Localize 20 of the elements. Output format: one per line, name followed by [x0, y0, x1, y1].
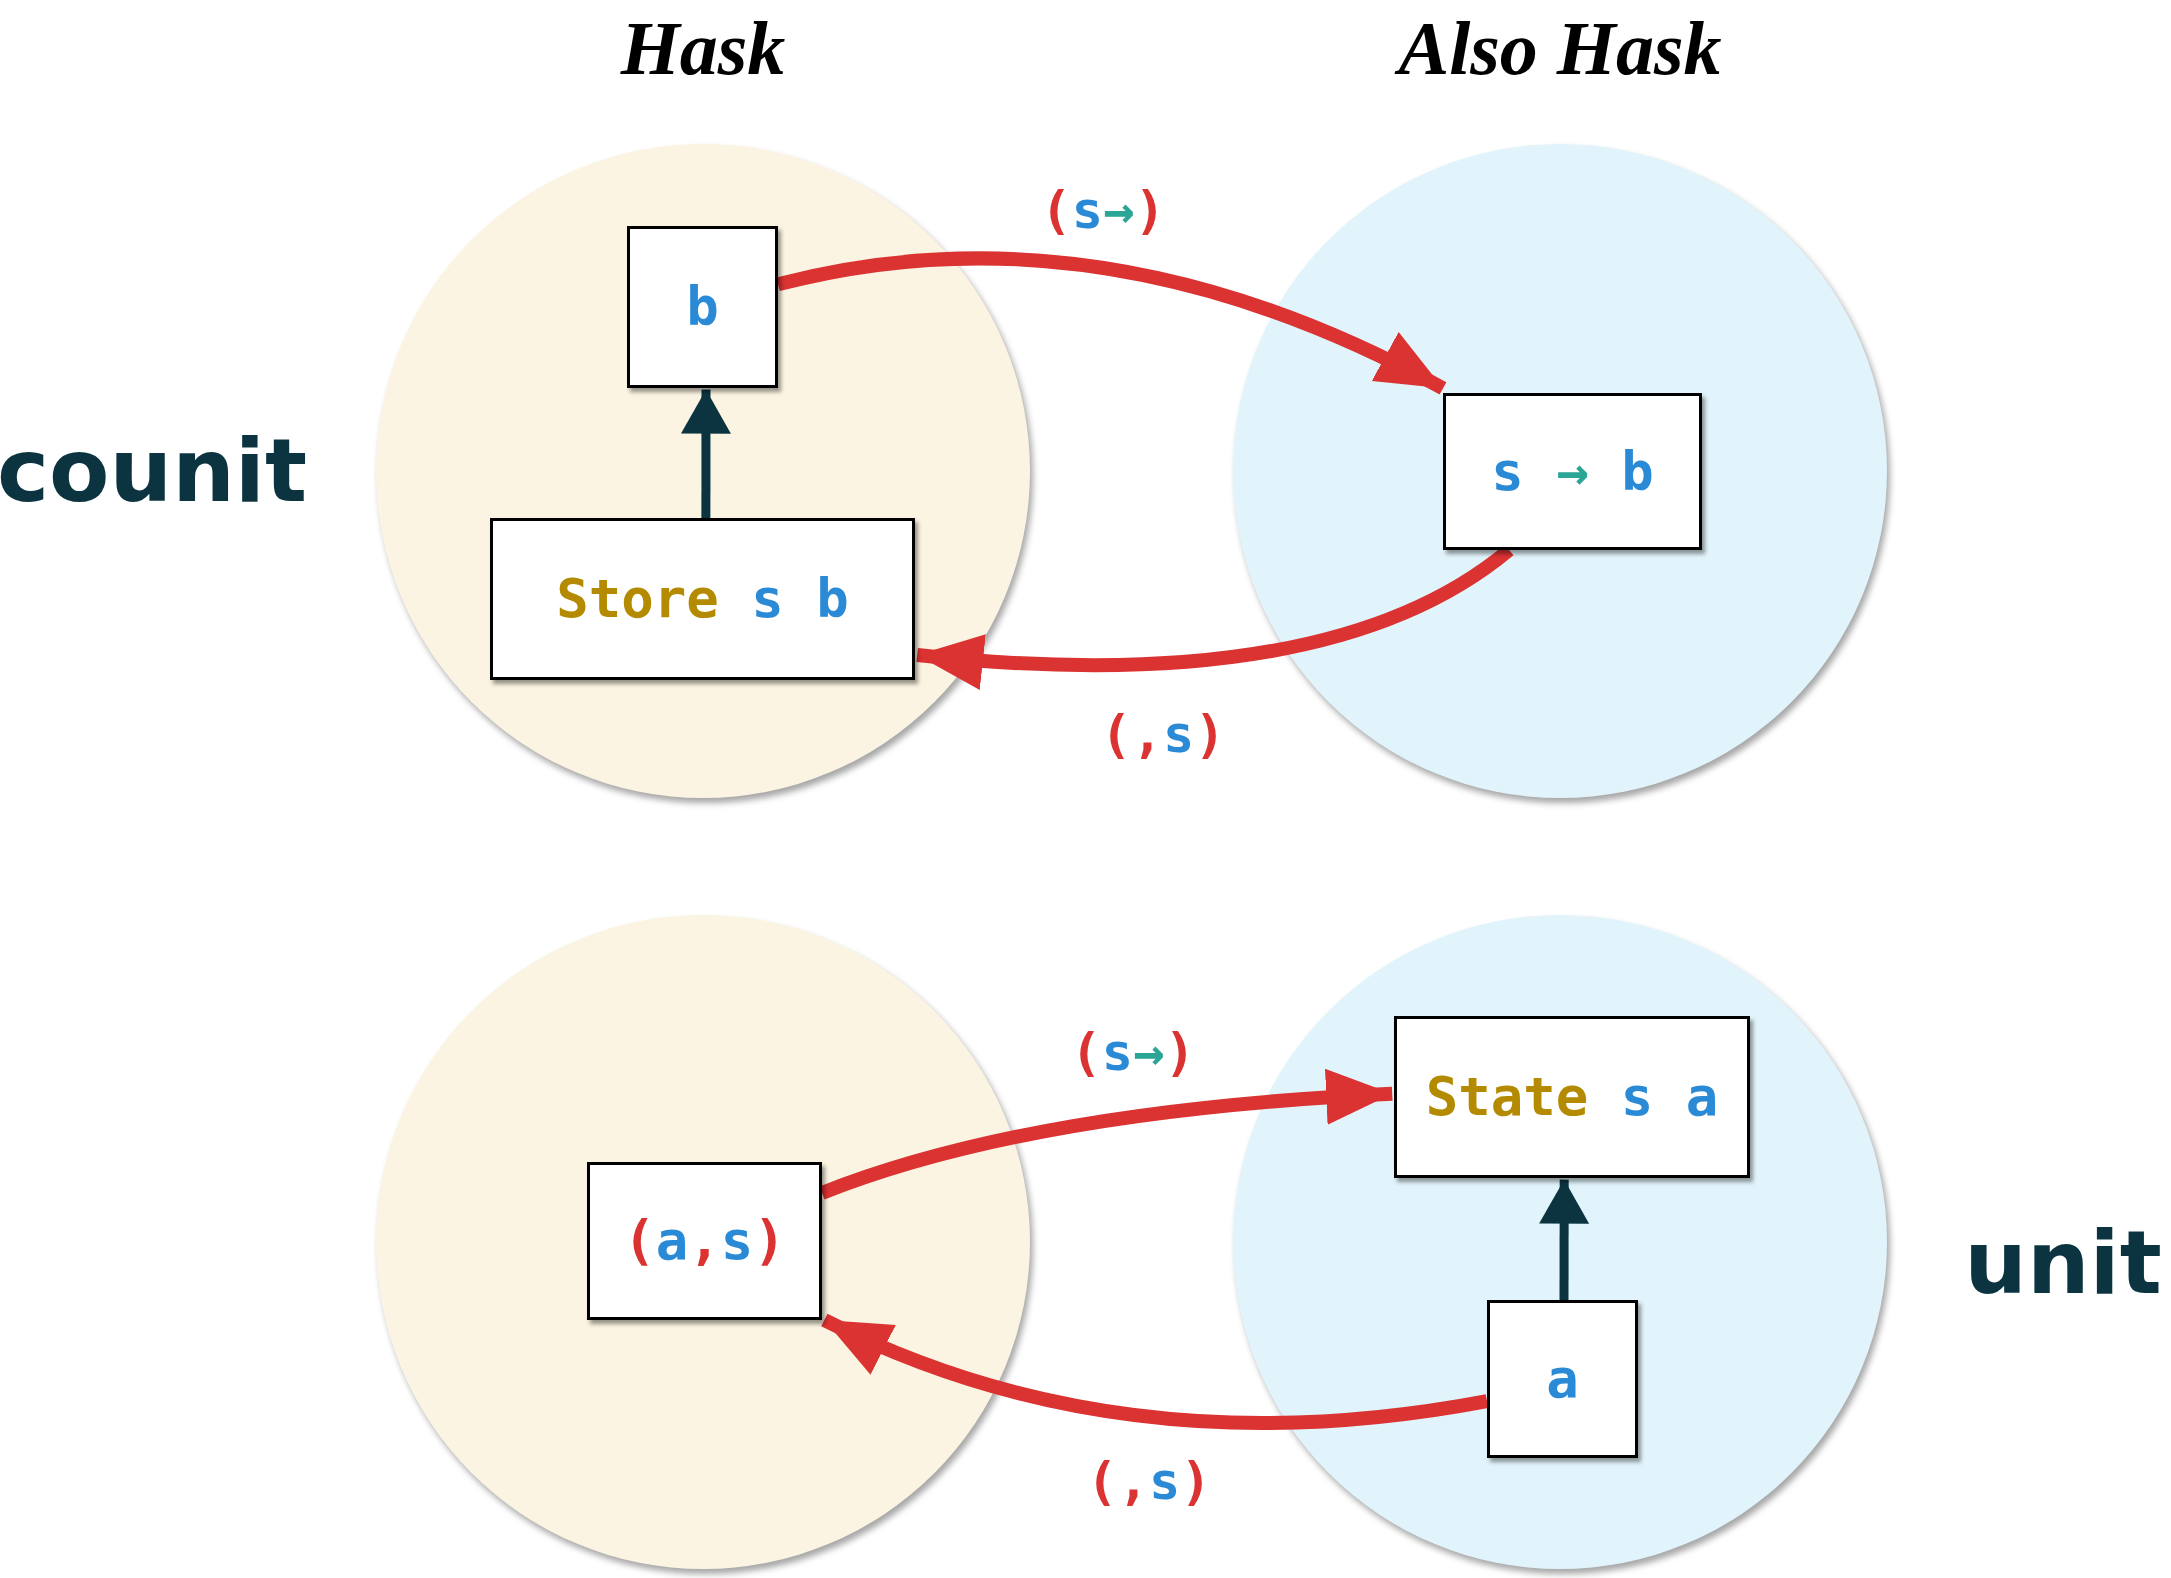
type-box [1394, 1016, 1750, 1178]
type-box [1443, 393, 1702, 550]
arrow [821, 1313, 1489, 1430]
type-expression: State s a [1425, 1070, 1719, 1124]
row-label: counit [0, 418, 308, 524]
type-expression: Store s b [556, 572, 849, 626]
arrow [680, 389, 731, 518]
row-label: unit [1964, 1210, 2162, 1316]
type-box [490, 518, 915, 680]
column-title: Hask [620, 5, 786, 92]
type-expression: s → b [1491, 444, 1654, 499]
type-expression: b [686, 280, 719, 334]
type-box [1487, 1300, 1638, 1458]
type-box [587, 1162, 822, 1320]
arrow [1539, 1179, 1590, 1300]
type-box [627, 226, 778, 388]
arrow [819, 1069, 1393, 1200]
type-expression: (a,s) [623, 1214, 786, 1268]
type-expression: a [1546, 1352, 1579, 1406]
arrow [776, 251, 1447, 395]
